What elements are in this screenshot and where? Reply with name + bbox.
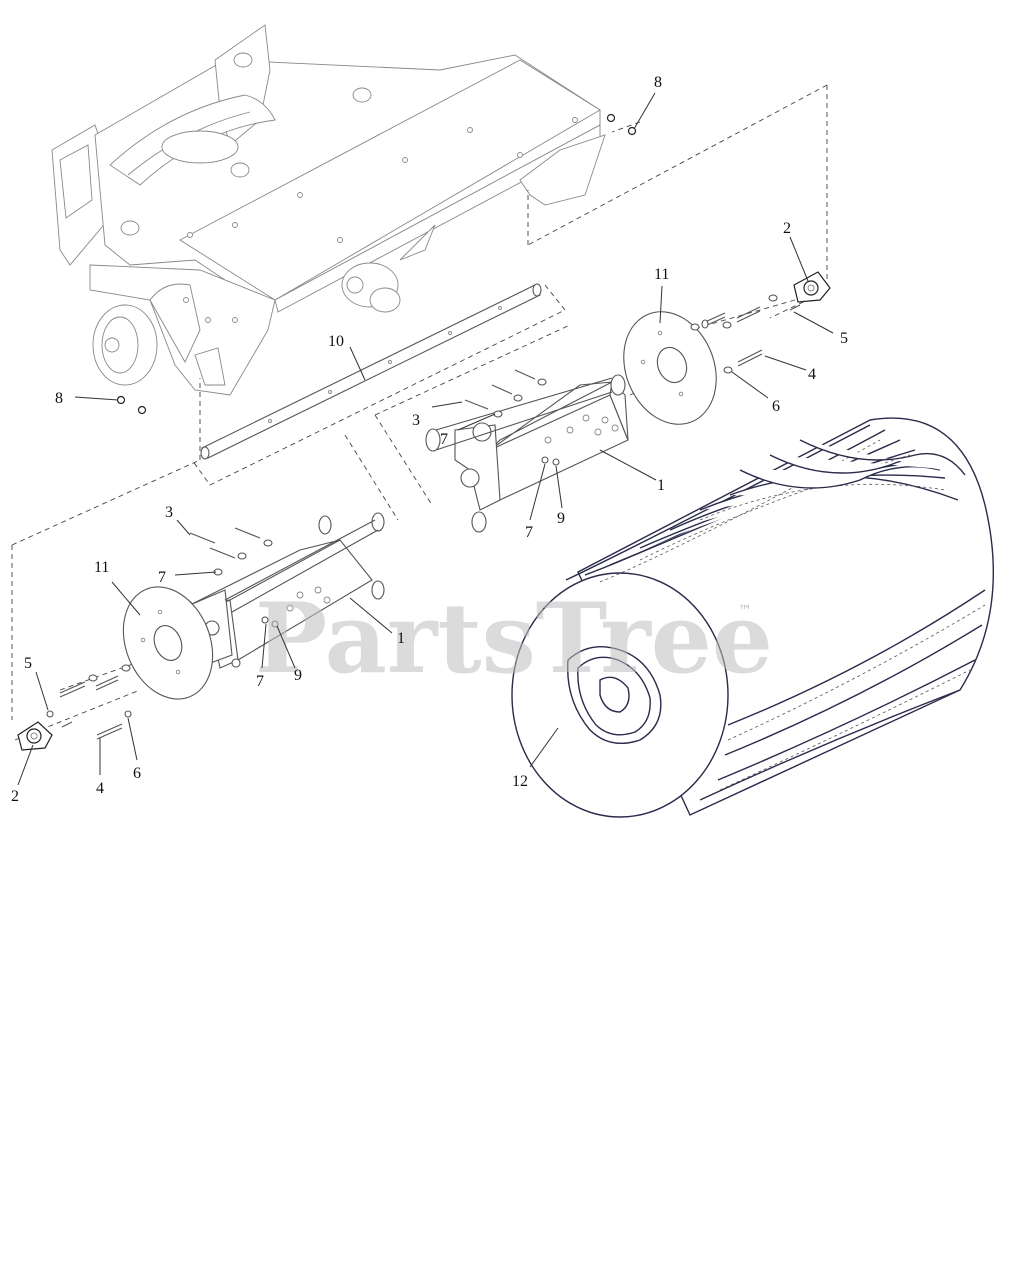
drum-hub-opening	[566, 646, 662, 744]
callout-11-left: 11	[94, 559, 109, 576]
leader-lines	[17, 92, 834, 786]
bearing-hub-left	[17, 721, 53, 751]
callout-4-right: 4	[808, 366, 816, 383]
callout-7-right-b: 7	[525, 524, 533, 541]
callout-labels: 8 8 2 11 5 10 4 6 3 7 1 7 9 3 11 7 1 7 9…	[11, 74, 848, 805]
callout-12: 12	[512, 773, 528, 790]
callout-1-left: 1	[397, 630, 405, 647]
callout-6-left: 6	[133, 765, 141, 782]
callout-7-left-a: 7	[158, 569, 166, 586]
callout-5-left: 5	[24, 655, 32, 672]
watermark-trademark: ™	[738, 603, 752, 619]
callout-11-right: 11	[654, 266, 669, 283]
callout-9-right: 9	[557, 510, 565, 527]
callout-7-left-b: 7	[256, 673, 264, 690]
callout-6-right: 6	[772, 398, 780, 415]
right-fasteners	[464, 113, 801, 466]
callout-2-right: 2	[783, 220, 791, 237]
callout-3-right: 3	[412, 412, 420, 429]
callout-2-left: 2	[11, 788, 19, 805]
callout-10: 10	[328, 333, 344, 350]
left-fasteners	[46, 395, 279, 740]
callout-8-left: 8	[55, 390, 63, 407]
roller-frame-right	[425, 374, 629, 533]
mower-frame	[51, 24, 606, 396]
drum-segments	[565, 424, 986, 801]
watermark-text: PartsTree	[255, 582, 773, 695]
callout-9-left: 9	[294, 667, 302, 684]
callout-5-right: 5	[840, 330, 848, 347]
disc-left	[122, 586, 214, 700]
callout-1-right: 1	[657, 477, 665, 494]
callout-8-top: 8	[654, 74, 662, 91]
bearing-hub-right	[793, 271, 831, 303]
callout-7-right-a: 7	[440, 431, 448, 448]
shaft	[200, 283, 542, 460]
callout-4-left: 4	[96, 780, 104, 797]
roller-drum	[511, 417, 995, 818]
watermark: PartsTree ™	[255, 582, 773, 695]
disc-right	[623, 311, 717, 425]
callout-3-left: 3	[165, 504, 173, 521]
